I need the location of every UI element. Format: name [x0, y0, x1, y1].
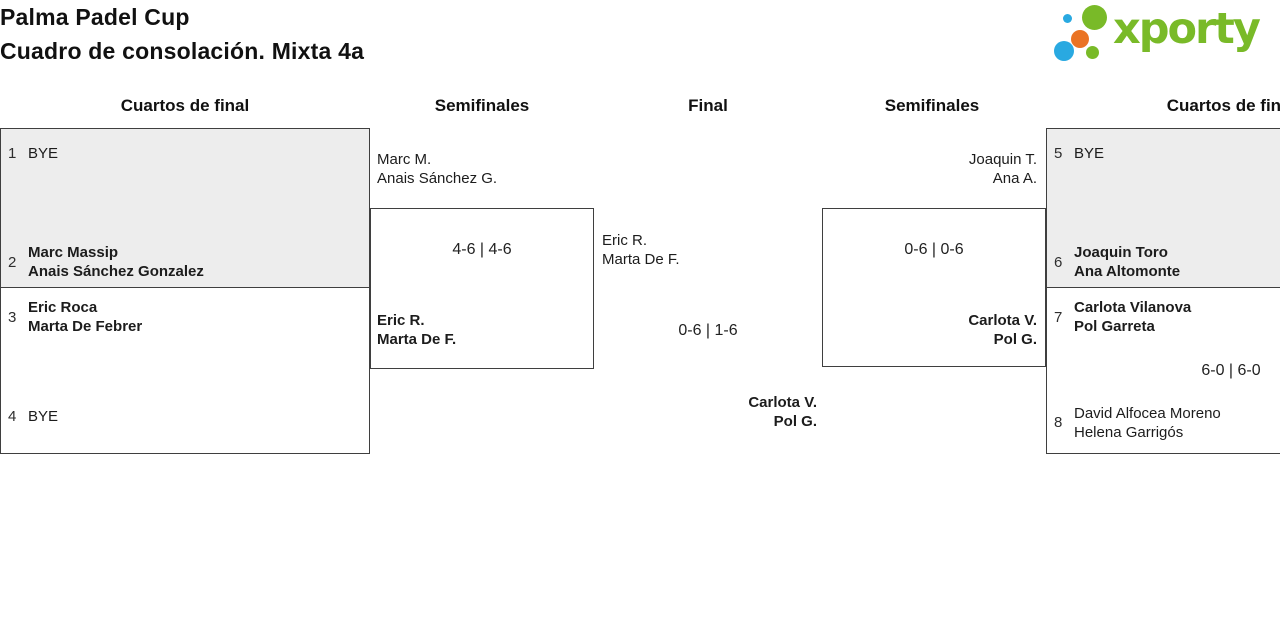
match-box-qf-right-top[interactable] [1046, 128, 1280, 288]
team-player-2: Marta De F. [602, 251, 680, 268]
round-header-semifinals-left: Semifinales [434, 96, 530, 115]
team-player-2: Helena Garrigós [1074, 424, 1184, 441]
team-pair-loser: Joaquin T. Ana A. [822, 150, 1037, 188]
team-pair-loser: Marc M. Anais Sánchez G. [377, 150, 497, 188]
logo-blue-dot-small-icon [1063, 14, 1072, 23]
team-player-2: Pol G. [993, 331, 1037, 348]
team-bye: BYE [1074, 145, 1105, 162]
seed-number: 1 [8, 145, 17, 162]
team-player-2: Pol G. [773, 413, 817, 430]
match-box-semifinal-left[interactable] [370, 208, 594, 369]
team-player-1: Eric R. [602, 232, 647, 249]
team-bye: BYE [28, 408, 59, 425]
round-header-final: Final [688, 96, 728, 115]
team-player-2: Marta De Febrer [28, 318, 143, 335]
seed-number: 3 [8, 309, 17, 326]
team-player-1: David Alfocea Moreno [1074, 405, 1221, 422]
seed-number: 8 [1054, 414, 1063, 431]
team-pair: Marc Massip Anais Sánchez Gonzalez [28, 243, 204, 281]
team-player-1: Eric R. [377, 312, 425, 329]
team-player-1: Eric Roca [28, 299, 98, 316]
match-box-semifinal-right[interactable] [822, 208, 1046, 367]
seed-number: 4 [8, 408, 17, 425]
seed-number: 7 [1054, 309, 1063, 326]
team-pair-winner: Eric R. Marta De F. [377, 311, 456, 349]
match-score: 0-6 | 0-6 [904, 241, 964, 258]
team-player-2: Ana Altomonte [1074, 263, 1181, 280]
team-player-2: Anais Sánchez G. [377, 170, 498, 187]
team-player-2: Ana A. [992, 170, 1037, 187]
team-player-1: Carlota V. [968, 312, 1037, 329]
team-pair-champion: Carlota V. Pol G. [594, 393, 817, 431]
team-bye: BYE [28, 145, 59, 162]
xporty-wordmark: xporty [1113, 4, 1261, 54]
team-player-1: Carlota V. [748, 394, 817, 411]
seed-number: 2 [8, 254, 17, 271]
final-score: 0-6 | 1-6 [678, 322, 738, 339]
page-title: Palma Padel Cup Cuadro de consolación. M… [0, 0, 364, 68]
team-pair: David Alfocea Moreno Helena Garrigós [1074, 404, 1221, 442]
team-pair: Joaquin Toro Ana Altomonte [1074, 243, 1180, 281]
logo-orange-dot-icon [1071, 30, 1089, 48]
match-score: 6-0 | 6-0 [1201, 362, 1261, 379]
match-box-qf-left-top[interactable] [0, 128, 370, 288]
logo-green-dot-large-icon [1082, 5, 1107, 30]
team-pair: Carlota Vilanova Pol Garreta [1074, 298, 1191, 336]
round-header-semifinals-right: Semifinales [884, 96, 980, 115]
team-player-1: Joaquin Toro [1074, 244, 1168, 261]
team-pair: Eric Roca Marta De Febrer [28, 298, 142, 336]
team-pair-finalist: Eric R. Marta De F. [602, 231, 680, 269]
seed-number: 6 [1054, 254, 1063, 271]
team-player-1: Marc Massip [28, 244, 119, 261]
logo-green-dot-small-icon [1086, 46, 1099, 59]
team-player-2: Anais Sánchez Gonzalez [28, 263, 204, 280]
match-score: 4-6 | 4-6 [452, 241, 512, 258]
xporty-logo[interactable]: xporty [1050, 0, 1280, 70]
team-player-2: Marta De F. [377, 331, 457, 348]
team-pair-winner: Carlota V. Pol G. [822, 311, 1037, 349]
team-player-2: Pol Garreta [1074, 318, 1155, 335]
tournament-name: Palma Padel Cup [0, 4, 190, 30]
team-player-1: Marc M. [377, 151, 432, 168]
round-header-quarterfinals-left: Cuartos de final [120, 96, 250, 115]
match-box-qf-left-bottom[interactable] [0, 287, 370, 454]
logo-blue-dot-large-icon [1054, 41, 1074, 61]
round-header-quarterfinals-right: Cuartos de final [1166, 96, 1280, 115]
team-player-1: Joaquin T. [968, 151, 1037, 168]
match-box-qf-right-bottom[interactable] [1046, 287, 1280, 454]
seed-number: 5 [1054, 145, 1063, 162]
team-player-1: Carlota Vilanova [1074, 299, 1192, 316]
bracket-subtitle: Cuadro de consolación. Mixta 4a [0, 38, 365, 64]
